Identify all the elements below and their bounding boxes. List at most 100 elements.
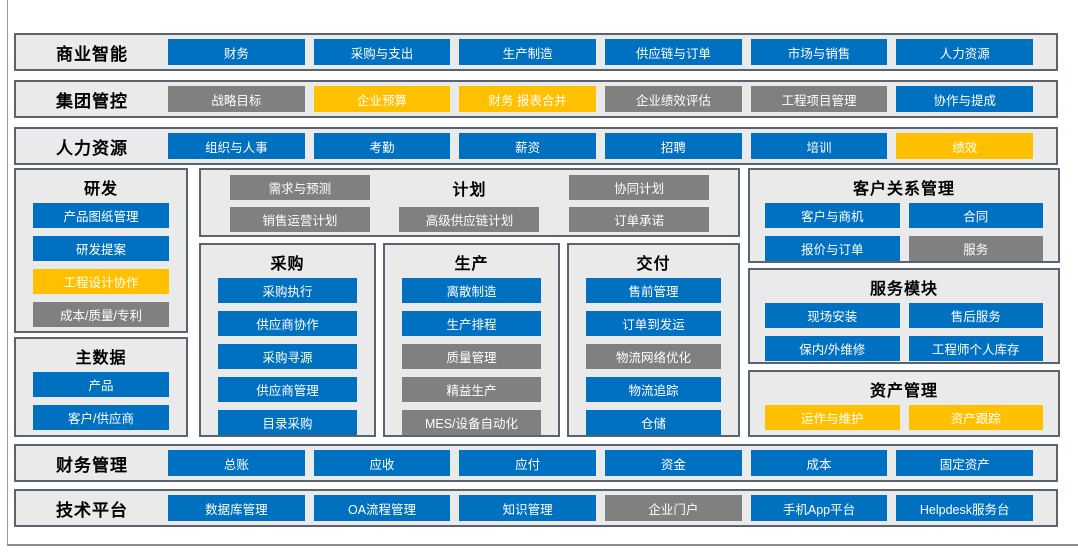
module-button[interactable]: 协作与提成	[896, 86, 1034, 112]
module-button[interactable]: 售后服务	[908, 303, 1043, 328]
module-button[interactable]: 目录采购	[218, 410, 357, 435]
module-button[interactable]: 离散制造	[402, 278, 541, 303]
module-button[interactable]: 服务	[908, 236, 1043, 261]
module-button[interactable]: 组织与人事	[168, 133, 305, 159]
module-button[interactable]: 客户与商机	[765, 203, 900, 228]
module-button[interactable]: 成本	[750, 450, 888, 476]
panel-rnd: 研发 产品图纸管理 研发提案 工程设计协作 成本/质量/专利	[14, 168, 188, 333]
panel-production: 生产 离散制造 生产排程 质量管理 精益生产 MES/设备自动化	[383, 243, 560, 437]
module-button[interactable]: 成本/质量/专利	[33, 302, 169, 327]
panel-production-buttons: 离散制造 生产排程 质量管理 精益生产 MES/设备自动化	[385, 278, 558, 435]
module-button[interactable]: 资产跟踪	[908, 405, 1043, 430]
band-tech-platform-title: 技术平台	[56, 500, 128, 520]
band-business-intelligence-title: 商业智能	[56, 44, 128, 64]
panel-delivery-title: 交付	[636, 256, 671, 273]
module-button[interactable]: 精益生产	[402, 377, 541, 402]
band-tech-platform: 技术平台 数据库管理 OA流程管理 知识管理 企业门户 手机App平台 Help…	[14, 489, 1058, 527]
module-button[interactable]: 采购执行	[218, 278, 357, 303]
module-button[interactable]: 企业绩效评估	[605, 86, 742, 112]
module-button[interactable]: 数据库管理	[168, 495, 305, 521]
module-button[interactable]: 高级供应链计划	[399, 207, 540, 232]
module-button[interactable]: 市场与销售	[750, 39, 888, 65]
module-button[interactable]: 培训	[750, 133, 888, 159]
module-button[interactable]: 生产制造	[459, 39, 597, 65]
module-button[interactable]: 协同计划	[569, 175, 710, 200]
module-button[interactable]: 供应链与订单	[605, 39, 742, 65]
panel-service-module-title: 服务模块	[869, 281, 938, 298]
module-button[interactable]: 需求与预测	[229, 175, 370, 200]
module-button[interactable]: MES/设备自动化	[402, 410, 541, 435]
module-button[interactable]: 保内/外维修	[765, 336, 900, 361]
panel-delivery-buttons: 售前管理 订单到发运 物流网络优化 物流追踪 仓储	[569, 278, 738, 435]
module-button[interactable]: 研发提案	[33, 236, 169, 261]
module-button[interactable]: 财务 报表合并	[459, 86, 597, 112]
module-button[interactable]: 生产排程	[402, 311, 541, 336]
panel-service-module-buttons: 现场安装 售后服务 保内/外维修 工程师个人库存	[750, 303, 1058, 361]
module-button[interactable]: 订单到发运	[586, 311, 721, 336]
module-button[interactable]: 战略目标	[168, 86, 305, 112]
panel-procurement-title: 采购	[270, 256, 305, 273]
panel-crm-title: 客户关系管理	[852, 181, 955, 198]
module-button[interactable]: 采购与支出	[313, 39, 451, 65]
module-button[interactable]: 工程项目管理	[750, 86, 888, 112]
module-button[interactable]: 供应商管理	[218, 377, 357, 402]
panel-procurement-buttons: 采购执行 供应商协作 采购寻源 供应商管理 目录采购	[201, 278, 374, 435]
module-button[interactable]: 总账	[168, 450, 305, 476]
module-button[interactable]: 采购寻源	[218, 344, 357, 369]
band-group-control-buttons: 战略目标 企业预算 财务 报表合并 企业绩效评估 工程项目管理 协作与提成	[168, 86, 1056, 112]
module-button[interactable]: 应付	[459, 450, 597, 476]
panel-asset-management-buttons: 运作与维护 资产跟踪	[750, 405, 1058, 430]
band-human-resources: 人力资源 组织与人事 考勤 薪资 招聘 培训 绩效	[14, 127, 1058, 165]
module-button[interactable]: 售前管理	[586, 278, 721, 303]
module-button[interactable]: 销售运营计划	[229, 207, 370, 232]
panel-rnd-title: 研发	[83, 181, 118, 198]
module-button[interactable]: 企业预算	[313, 86, 451, 112]
panel-planning-title: 计划	[452, 181, 487, 199]
module-button[interactable]: Helpdesk服务台	[896, 495, 1034, 521]
module-button[interactable]: 供应商协作	[218, 311, 357, 336]
module-button[interactable]: 客户/供应商	[33, 405, 169, 430]
band-group-control-title: 集团管控	[56, 91, 128, 111]
module-button[interactable]: 合同	[908, 203, 1043, 228]
panel-procurement: 采购 采购执行 供应商协作 采购寻源 供应商管理 目录采购	[199, 243, 376, 437]
module-button[interactable]: 报价与订单	[765, 236, 900, 261]
module-button[interactable]: 质量管理	[402, 344, 541, 369]
module-button[interactable]: 知识管理	[459, 495, 597, 521]
panel-delivery: 交付 售前管理 订单到发运 物流网络优化 物流追踪 仓储	[567, 243, 740, 437]
band-tech-platform-buttons: 数据库管理 OA流程管理 知识管理 企业门户 手机App平台 Helpdesk服…	[168, 495, 1056, 521]
panel-crm-buttons: 客户与商机 合同 报价与订单 服务	[750, 203, 1058, 261]
module-button[interactable]: 企业门户	[605, 495, 742, 521]
module-button[interactable]: 工程设计协作	[33, 269, 169, 294]
module-button[interactable]: 工程师个人库存	[908, 336, 1043, 361]
module-button[interactable]: 薪资	[459, 133, 597, 159]
band-human-resources-buttons: 组织与人事 考勤 薪资 招聘 培训 绩效	[168, 133, 1056, 159]
band-finance-management: 财务管理 总账 应收 应付 资金 成本 固定资产	[14, 444, 1058, 482]
module-button[interactable]: 固定资产	[896, 450, 1034, 476]
module-button[interactable]: 手机App平台	[750, 495, 888, 521]
module-button[interactable]: 仓储	[586, 410, 721, 435]
module-button[interactable]: 物流网络优化	[586, 344, 721, 369]
band-business-intelligence-buttons: 财务 采购与支出 生产制造 供应链与订单 市场与销售 人力资源	[168, 39, 1056, 65]
panel-master-data-title: 主数据	[75, 350, 127, 367]
module-button[interactable]: 物流追踪	[586, 377, 721, 402]
band-business-intelligence: 商业智能 财务 采购与支出 生产制造 供应链与订单 市场与销售 人力资源	[14, 33, 1058, 71]
module-button[interactable]: 人力资源	[896, 39, 1034, 65]
module-button[interactable]: 现场安装	[765, 303, 900, 328]
band-finance-management-title: 财务管理	[56, 455, 128, 475]
module-button[interactable]: 应收	[313, 450, 451, 476]
panel-planning-grid: 需求与预测 计划 协同计划 销售运营计划 高级供应链计划 订单承诺	[201, 170, 738, 232]
module-button[interactable]: 资金	[605, 450, 742, 476]
module-button[interactable]: 产品图纸管理	[33, 203, 169, 228]
module-button[interactable]: 财务	[168, 39, 305, 65]
module-button[interactable]: 考勤	[313, 133, 451, 159]
band-finance-management-buttons: 总账 应收 应付 资金 成本 固定资产	[168, 450, 1056, 476]
band-group-control: 集团管控 战略目标 企业预算 财务 报表合并 企业绩效评估 工程项目管理 协作与…	[14, 80, 1058, 118]
module-button[interactable]: 运作与维护	[765, 405, 900, 430]
module-button[interactable]: OA流程管理	[313, 495, 451, 521]
module-button[interactable]: 招聘	[605, 133, 742, 159]
module-button[interactable]: 产品	[33, 372, 169, 397]
module-button[interactable]: 绩效	[896, 133, 1034, 159]
panel-asset-management-title: 资产管理	[869, 383, 938, 400]
module-button[interactable]: 订单承诺	[569, 207, 710, 232]
canvas-bottom-border	[7, 544, 1078, 546]
